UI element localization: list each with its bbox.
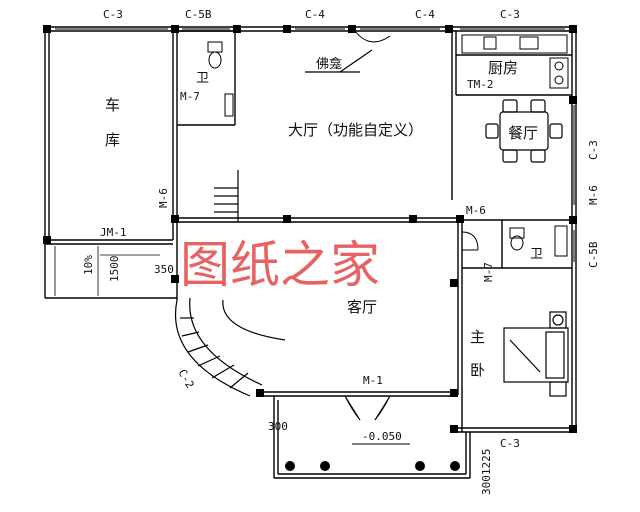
porch-offset-label: 300 [268, 420, 288, 433]
slope-label: 10% [82, 255, 95, 275]
door-hall-left: M-6 [157, 188, 170, 208]
window-right-2: C-5B [587, 241, 600, 268]
garage-label-2: 库 [105, 131, 120, 149]
garage-label-1: 车 [105, 96, 120, 114]
kitchen-fixtures [461, 34, 569, 89]
kitchen-label: 厨房 [488, 59, 518, 77]
bedroom-label-1: 主 [470, 328, 485, 346]
door-living-top: M-6 [466, 204, 486, 217]
wc-right-label: 卫 [530, 247, 543, 262]
ramp [54, 246, 160, 296]
ramp-length-label: 1500 [108, 256, 121, 283]
bedroom-label-2: 卧 [470, 361, 485, 379]
bottom-right-dim: 3001225 [480, 449, 493, 495]
window-stair: C-2 [175, 367, 196, 391]
altar-shape [305, 49, 373, 73]
walls [44, 26, 577, 479]
window-top-5: C-3 [500, 8, 520, 21]
window-bottom-right: C-3 [500, 437, 520, 450]
window-top-4: C-4 [415, 8, 435, 21]
door-right-wall: M-6 [587, 185, 600, 205]
wc-upper-label: 卫 [196, 71, 209, 86]
stair-offset-label: 350 [154, 263, 174, 276]
dining-label: 餐厅 [508, 124, 538, 142]
dining-table [485, 99, 563, 163]
window-top-3: C-4 [305, 8, 325, 21]
altar-label: 佛龛 [316, 57, 342, 72]
window-right-1: C-3 [587, 140, 600, 160]
door-wc-upper: M-7 [180, 90, 200, 103]
hall-label: 大厅（功能自定义） [288, 121, 423, 139]
wc-fixtures [207, 41, 568, 257]
windows-top [55, 28, 575, 262]
door-garage: JM-1 [100, 226, 127, 239]
living-label: 客厅 [347, 298, 377, 316]
doors [344, 30, 479, 421]
elevation-label: -0.050 [362, 430, 402, 443]
window-top-1: C-3 [103, 8, 123, 21]
door-wc-right: M-7 [482, 262, 495, 282]
bed [503, 311, 569, 397]
watermark: 图纸之家 [180, 236, 380, 294]
window-top-2: C-5B [185, 8, 212, 21]
columns [43, 25, 577, 433]
porch-columns [285, 461, 460, 471]
staircase [175, 170, 286, 397]
door-main-entry: M-1 [363, 374, 383, 387]
door-kitchen: TM-2 [467, 78, 494, 91]
